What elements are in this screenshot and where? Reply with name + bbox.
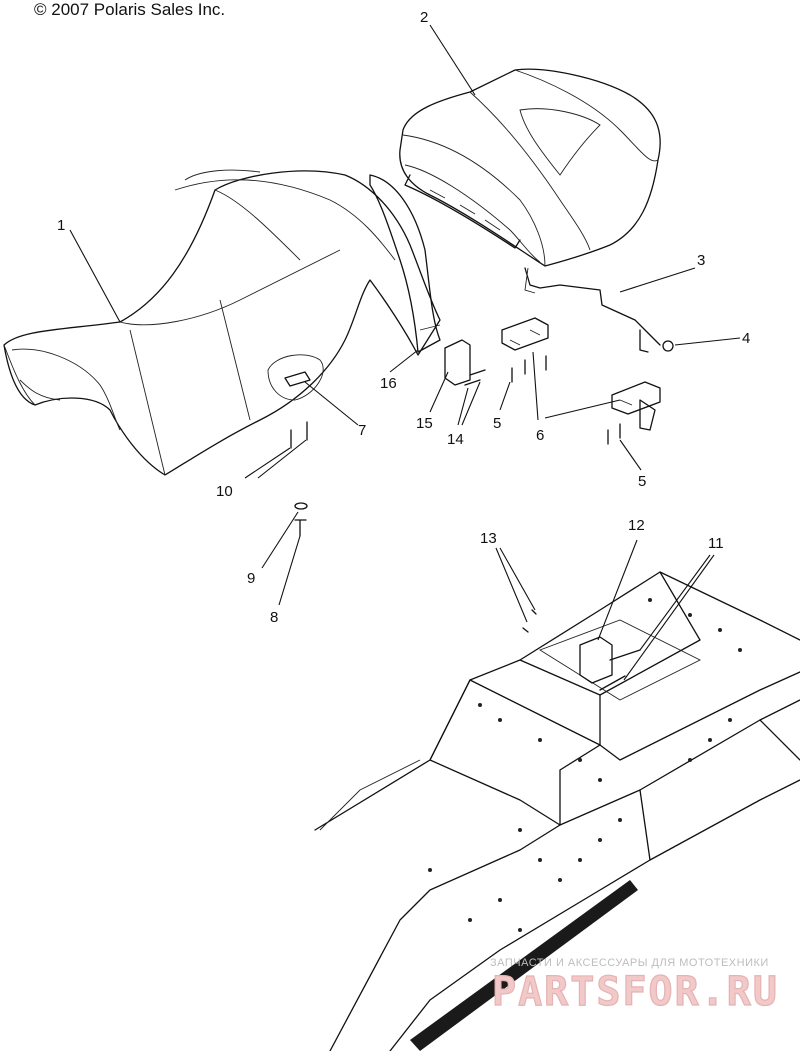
callout-6: 6 <box>536 427 544 444</box>
callout-5-upper: 5 <box>493 415 501 432</box>
copyright-notice: © 2007 Polaris Sales Inc. <box>34 0 226 19</box>
chassis-icon <box>314 571 800 1051</box>
callout-10: 10 <box>216 483 233 500</box>
fastener-icon <box>290 355 621 633</box>
callout-4: 4 <box>742 330 750 347</box>
watermark: ЗАПЧАСТИ И АКСЕССУАРЫ ДЛЯ МОТОТЕХНИКИ PA… <box>490 957 779 1016</box>
callout-12: 12 <box>628 517 645 534</box>
watermark-brand: PARTSFOR.RU <box>492 969 779 1015</box>
watermark-tagline: ЗАПЧАСТИ И АКСЕССУАРЫ ДЛЯ МОТОТЕХНИКИ <box>490 957 769 969</box>
callout-2: 2 <box>420 9 428 26</box>
callout-11: 11 <box>708 535 724 552</box>
bracket-icon <box>501 317 661 431</box>
callout-1: 1 <box>57 217 65 234</box>
leader-lines <box>69 24 741 681</box>
plate-icon <box>444 339 471 386</box>
backrest-icon <box>399 68 661 267</box>
callout-13: 13 <box>480 530 497 547</box>
callout-15: 15 <box>416 415 433 432</box>
seat-rod-icon <box>524 267 674 353</box>
callout-14: 14 <box>447 431 464 448</box>
callout-3: 3 <box>697 252 705 269</box>
seat-icon <box>3 169 441 476</box>
callout-8: 8 <box>270 609 278 626</box>
callouts: 1 2 3 4 5 5 6 7 8 9 10 11 12 13 14 15 16 <box>57 9 750 626</box>
callout-5-lower: 5 <box>638 473 646 490</box>
callout-9: 9 <box>247 570 255 587</box>
callout-16: 16 <box>380 375 397 392</box>
callout-7: 7 <box>358 422 366 439</box>
